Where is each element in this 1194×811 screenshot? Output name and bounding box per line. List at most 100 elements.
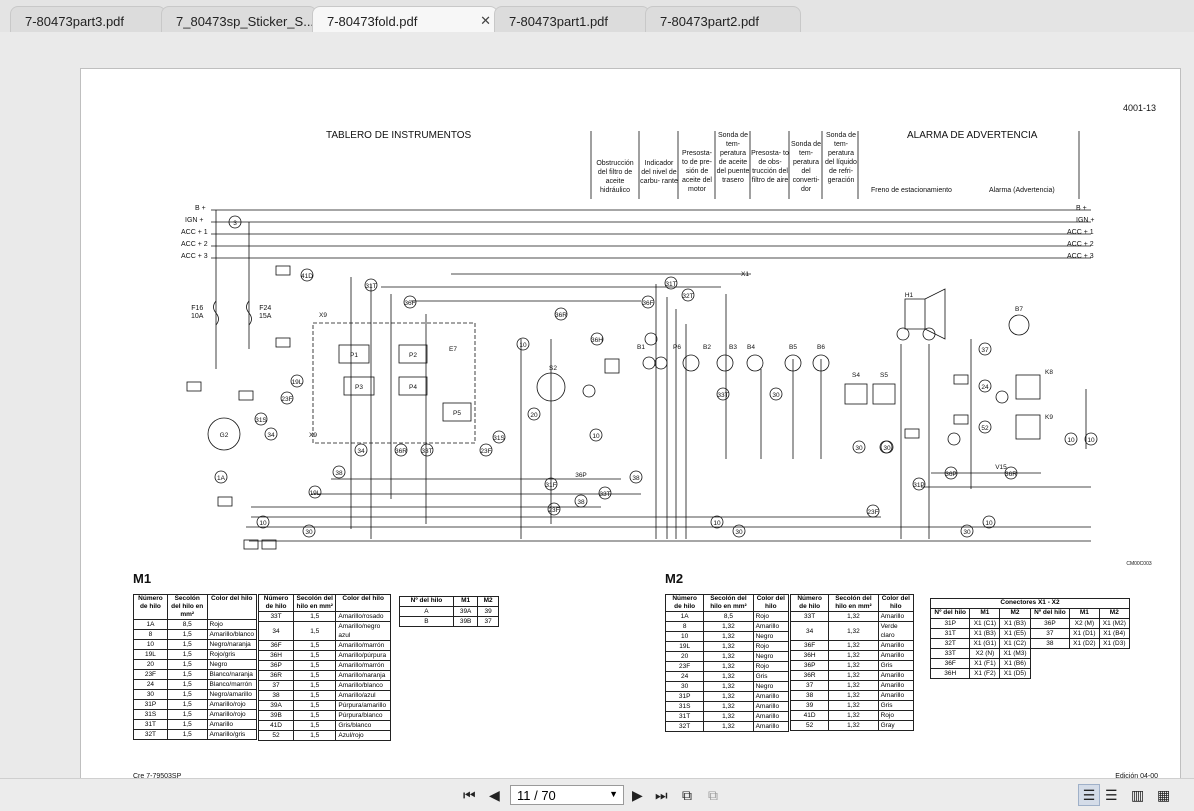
tab-part1[interactable]: 7-80473part1.pdf (494, 6, 650, 32)
rotate-icon[interactable]: ⧉ (682, 787, 692, 803)
table-cell: 36P (257, 660, 295, 671)
bottom-toolbar: ⏮ ◀ 11 / 70 ▼ ▶ ⏭ ⧉ ⧉ ☰ ☰ ▥ ▦ (0, 778, 1194, 811)
component-label: S5 (880, 372, 888, 379)
chevron-down-icon[interactable]: ▼ (609, 789, 618, 799)
table-cell: 52 (789, 720, 830, 731)
table-cell: Púrpura/amarillo (335, 700, 391, 711)
footer-right: Edición 04-00 (1115, 773, 1158, 780)
wire-label: 36F (404, 300, 415, 307)
column-header: Nº del hilo (1029, 608, 1071, 619)
table-cell: 41D (257, 720, 295, 731)
prev-page-icon[interactable]: ◀ (489, 787, 500, 803)
table-cell: 1,5 (293, 690, 337, 701)
column-header: Color del hilo (877, 594, 915, 612)
table-cell: X1 (F2) (969, 668, 1001, 679)
column-header: Secolón del hilo en mm² (828, 594, 879, 612)
two-page-continuous-icon[interactable]: ▦ (1157, 787, 1171, 803)
table-cell: Amarillo/rojo (206, 709, 258, 720)
table-cell: A (399, 606, 454, 617)
table-cell: 1,5 (166, 649, 208, 660)
component-label: P1 (350, 352, 358, 359)
table-cell: 1,5 (166, 669, 208, 680)
column-head-coolant-temp: Sonda de tem- peratura del líquido de re… (825, 132, 857, 184)
wire-label: 30 (305, 529, 313, 536)
copy-icon[interactable]: ⧉ (708, 787, 718, 803)
table-cell: 24 (133, 679, 168, 690)
tab-sticker[interactable]: 7_80473sp_Sticker_S... (161, 6, 317, 32)
component-label: P2 (409, 352, 417, 359)
document-viewer[interactable]: 4001-13 TABLERO DE INSTRUMENTOS ALARMA D… (0, 32, 1194, 805)
table-cell: 31T (133, 719, 168, 730)
single-page-view-icon[interactable]: ☰ (1078, 784, 1100, 806)
table-cell: 1,32 (703, 631, 754, 642)
close-icon[interactable]: ✕ (480, 13, 491, 28)
column-header: Secolón del hilo en mm² (293, 594, 337, 612)
table-cell: 1,5 (293, 680, 337, 691)
table-cell: 36R (789, 670, 830, 681)
table-cell (1070, 659, 1100, 669)
table-cell: 1,32 (703, 721, 754, 732)
wire-label: 31T (365, 283, 376, 290)
table-cell: 1,32 (703, 711, 754, 722)
table-cell: 1,32 (828, 611, 879, 622)
wire-label: 38 (577, 499, 585, 506)
table-cell: 20 (133, 659, 168, 670)
table-cell: 31S (133, 709, 168, 720)
table-cell: 1,32 (828, 621, 879, 641)
first-page-icon[interactable]: ⏮ (463, 787, 476, 803)
table-cell: 23F (664, 661, 705, 672)
last-page-icon[interactable]: ⏭ (655, 787, 668, 803)
rail-label: B + (195, 205, 206, 212)
table-cell: 39B (257, 710, 295, 721)
tab-fold[interactable]: 7-80473fold.pdf✕ (312, 6, 498, 33)
table-cell: 1,5 (166, 629, 208, 640)
table-cell: X1 (F1) (969, 658, 1001, 669)
table-cell: 37 (789, 680, 830, 691)
table-cell: B (399, 616, 454, 627)
table-cell: Púrpura/blanco (335, 710, 391, 721)
table-cell: 39 (789, 700, 830, 711)
table-cell: 1,5 (293, 730, 337, 741)
wire-label: 33T (717, 392, 728, 399)
table-cell: 32T (133, 729, 168, 740)
two-page-view-icon[interactable]: ▥ (1131, 787, 1145, 803)
column-head-hydraulic-filter: Obstrucción del filtro de aceite hidrául… (596, 160, 634, 194)
column-header: Secolón del hilo en mm² (166, 594, 208, 620)
table-cell: 30 (133, 689, 168, 700)
table-cell: 32T (929, 638, 971, 649)
pdf-page: 4001-13 TABLERO DE INSTRUMENTOS ALARMA D… (80, 68, 1181, 805)
column-header: Número de hilo (133, 594, 168, 620)
component-label: B1 (637, 344, 645, 351)
next-page-icon[interactable]: ▶ (632, 787, 643, 803)
table-cell: 8,5 (703, 611, 754, 622)
table-cell: 31T (664, 711, 705, 722)
table-cell: Gris/blanco (335, 720, 391, 731)
tab-part3[interactable]: 7-80473part3.pdf (10, 6, 166, 32)
tab-part2[interactable]: 7-80473part2.pdf (645, 6, 801, 32)
connectors-title: Conectores X1 - X2 (930, 598, 1130, 609)
table-cell: Amarillo/rojo (206, 699, 258, 710)
tab-label: 7-80473part3.pdf (25, 14, 125, 29)
column-head-converter-temp: Sonda de tem- peratura del converti- dor (791, 141, 821, 193)
wire-label: 23F (281, 396, 292, 403)
continuous-view-icon[interactable]: ☰ (1105, 787, 1118, 803)
table-cell: Amarillo (877, 640, 915, 651)
table-cell: 36F (929, 658, 971, 669)
page-number-input[interactable]: 11 / 70 ▼ (510, 785, 624, 805)
table-cell: X2 (M) (1069, 618, 1100, 629)
table-cell: Amarillo (877, 670, 915, 681)
